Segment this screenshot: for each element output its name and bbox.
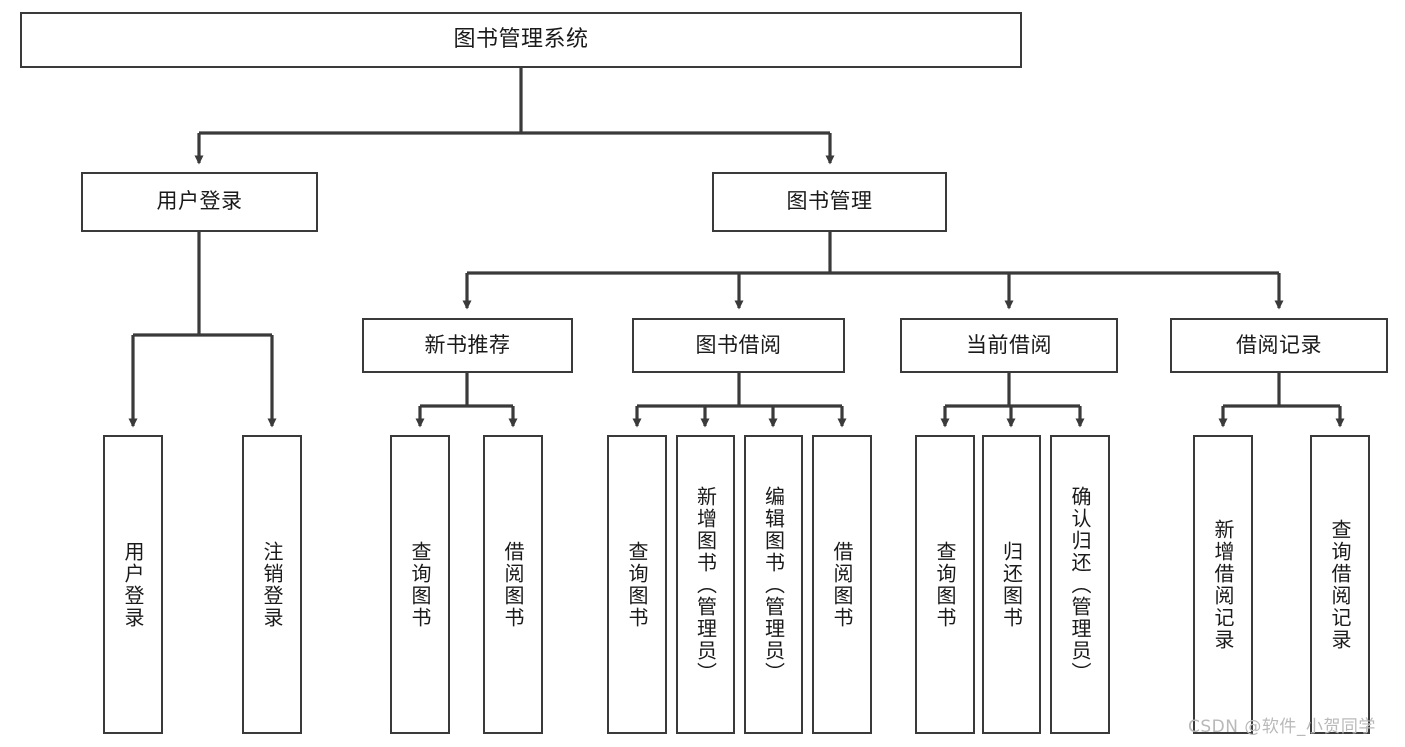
node-label: 图书管理 bbox=[786, 189, 873, 214]
leaf-borrow-query-book[interactable]: 查询图书 bbox=[607, 435, 667, 734]
node-label: 归还图书 bbox=[999, 540, 1024, 629]
leaf-records-query-record[interactable]: 查询借阅记录 bbox=[1310, 435, 1370, 734]
leaf-borrow-add-book-admin[interactable]: 新增图书（管理员） bbox=[676, 435, 735, 734]
node-label: 图书借阅 bbox=[695, 332, 782, 357]
leaf-user-login[interactable]: 用户登录 bbox=[103, 435, 163, 734]
node-label: 当前借阅 bbox=[966, 332, 1052, 357]
node-label: 查询图书 bbox=[933, 540, 957, 629]
node-label: 编辑图书（管理员） bbox=[761, 485, 786, 684]
node-label: 借阅记录 bbox=[1236, 332, 1322, 357]
leaf-current-return-book[interactable]: 归还图书 bbox=[982, 435, 1041, 734]
node-label: 新增图书（管理员） bbox=[693, 485, 718, 684]
leaf-borrow-edit-book-admin[interactable]: 编辑图书（管理员） bbox=[744, 435, 803, 734]
node-user-login[interactable]: 用户登录 bbox=[81, 172, 318, 232]
node-label: 查询图书 bbox=[625, 540, 649, 629]
node-label: 新增借阅记录 bbox=[1211, 518, 1235, 651]
leaf-user-logout[interactable]: 注销登录 bbox=[242, 435, 302, 734]
node-label: 新书推荐 bbox=[424, 332, 511, 357]
leaf-borrow-borrow-book[interactable]: 借阅图书 bbox=[812, 435, 872, 734]
node-label: 注销登录 bbox=[260, 540, 284, 629]
node-label: 借阅图书 bbox=[501, 540, 525, 629]
node-book-borrow[interactable]: 图书借阅 bbox=[632, 318, 845, 373]
leaf-recommend-query-book[interactable]: 查询图书 bbox=[390, 435, 450, 734]
watermark: CSDN @软件_小贺同学 bbox=[1188, 717, 1376, 737]
node-label: 查询借阅记录 bbox=[1328, 518, 1352, 651]
leaf-records-add-record[interactable]: 新增借阅记录 bbox=[1193, 435, 1253, 734]
node-label: 借阅图书 bbox=[830, 540, 854, 629]
node-borrow-records[interactable]: 借阅记录 bbox=[1170, 318, 1388, 373]
node-new-book-recommend[interactable]: 新书推荐 bbox=[362, 318, 573, 373]
node-current-borrow[interactable]: 当前借阅 bbox=[900, 318, 1118, 373]
node-label: 查询图书 bbox=[408, 540, 432, 629]
leaf-recommend-borrow-book[interactable]: 借阅图书 bbox=[483, 435, 543, 734]
node-root-system[interactable]: 图书管理系统 bbox=[20, 12, 1022, 68]
node-label: 确认归还（管理员） bbox=[1068, 485, 1092, 684]
node-book-management[interactable]: 图书管理 bbox=[712, 172, 947, 232]
node-label: 图书管理系统 bbox=[453, 26, 589, 52]
node-label: 用户登录 bbox=[121, 540, 145, 629]
leaf-current-query-book[interactable]: 查询图书 bbox=[915, 435, 975, 734]
node-label: 用户登录 bbox=[156, 189, 243, 214]
leaf-current-confirm-return-admin[interactable]: 确认归还（管理员） bbox=[1050, 435, 1110, 734]
